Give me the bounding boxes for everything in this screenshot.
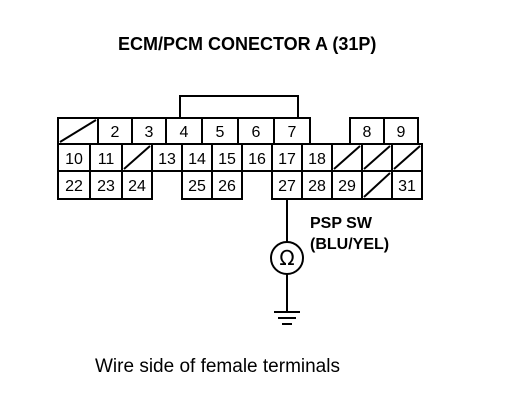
switch-name: PSP SW [310,215,373,232]
pin-label: 13 [158,151,176,168]
pin-label: 14 [188,151,206,168]
pin-cell [301,170,333,200]
pin-label: 24 [128,178,146,195]
pin-cell [331,170,363,200]
pin-label: 10 [65,151,83,168]
pin-cell [57,170,91,200]
pin-label: 3 [145,124,154,141]
pin-cell [271,143,303,172]
pin-label: 6 [252,124,261,141]
pin-label: 31 [398,178,416,195]
pin-cell [383,117,419,145]
row-1: 2 3 4 5 6 7 8 9 [57,117,419,145]
pin-label: 9 [397,124,406,141]
row-3: 22 23 24 25 26 27 28 29 31 [57,170,423,200]
pin-label: 11 [98,151,115,168]
blocked-slash [363,172,391,198]
switch-wire-color: (BLU/YEL) [310,236,389,253]
connector-lock-tab [179,95,299,118]
diagram-caption: Wire side of female terminals [95,356,340,377]
pin-label: 17 [278,151,296,168]
pin-label: 27 [278,178,296,195]
pin-cell [181,143,213,172]
diagram-title: ECM/PCM CONECTOR A (31P) [118,34,376,54]
blocked-slash [59,119,97,143]
pin-label: 16 [248,151,266,168]
pin-label: 22 [65,178,83,195]
pin-label: 28 [308,178,326,195]
pin-cell [391,170,423,200]
blocked-slash [333,145,361,170]
pin-cell [89,143,123,172]
pin-label: 7 [288,124,297,141]
meter-ohm-icon: Ω [270,241,304,275]
pin-cell [89,170,123,200]
pin-label: 2 [111,124,120,141]
pin-cell [121,170,153,200]
blocked-slash [123,145,151,170]
blocked-slash [363,145,391,170]
pin-cell [273,117,311,145]
pin-label: 23 [97,178,115,195]
pin-label: 8 [363,124,372,141]
pin-label: 25 [188,178,206,195]
pin-label: 29 [338,178,356,195]
pin-label: 5 [216,124,225,141]
ground-icon [274,311,300,325]
ohm-symbol: Ω [279,246,294,270]
pin-label: 15 [218,151,236,168]
pin-label: 26 [218,178,236,195]
row-2: 10 11 13 14 15 16 17 18 [57,143,423,172]
pin-label: 18 [308,151,326,168]
blocked-slash [393,145,421,170]
pin-cell [211,170,243,200]
pin-label: 4 [180,124,189,141]
pin-cell [241,143,273,172]
